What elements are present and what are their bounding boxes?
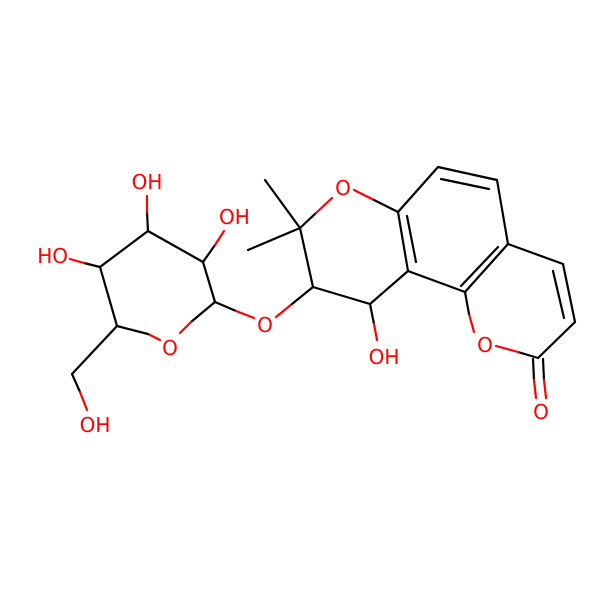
bond — [506, 242, 565, 266]
bond — [536, 320, 577, 360]
bond — [463, 242, 510, 294]
sugar-substituents — [68, 194, 256, 412]
bond — [290, 285, 315, 306]
bond — [372, 198, 400, 214]
bond — [561, 262, 577, 324]
bond — [274, 302, 294, 319]
bond — [201, 243, 217, 264]
bond — [368, 269, 410, 306]
bond — [213, 229, 226, 247]
glycosidic-oxygen-label: O — [257, 313, 273, 337]
bond — [516, 350, 540, 360]
methyl-bond — [263, 178, 302, 230]
bond — [213, 300, 238, 313]
oh-label-top: OH — [132, 170, 163, 194]
carbonyl-bond — [542, 378, 548, 400]
carbonyl-bond — [531, 357, 536, 382]
bond — [98, 229, 150, 269]
lactone-oxygen-label: O — [477, 333, 493, 357]
bond — [494, 344, 520, 354]
carbonyl-oxygen-label: O — [533, 400, 549, 424]
oh-label-upper-right: OH — [219, 205, 250, 229]
bond — [178, 320, 193, 335]
atom-labels: OH OH HO O O O O O OH OH — [37, 170, 549, 437]
bond — [189, 300, 217, 324]
bond — [298, 226, 315, 289]
bond — [68, 257, 86, 265]
lactone-ring — [463, 242, 577, 400]
bond — [201, 260, 217, 304]
bond — [145, 210, 150, 233]
bond — [352, 188, 376, 202]
carbonyl-bond — [532, 378, 538, 400]
methyl-bond — [246, 226, 302, 252]
bond — [115, 324, 150, 336]
inner-double-bond — [439, 177, 491, 191]
carbonyl-bond — [541, 357, 546, 382]
bond — [396, 210, 410, 273]
inner-double-bond — [551, 269, 566, 320]
bond — [406, 269, 467, 294]
oh-label-benzylic: OH — [369, 345, 400, 369]
bond — [82, 261, 102, 269]
bond — [495, 178, 510, 246]
benzene-ring — [396, 165, 510, 294]
bond — [372, 322, 379, 342]
bond — [311, 285, 372, 306]
bond — [463, 290, 471, 316]
sugar-ring — [98, 229, 217, 342]
bond — [146, 229, 205, 264]
inner-double-bond — [405, 214, 418, 264]
bond — [368, 302, 376, 326]
bond — [396, 165, 440, 214]
sugar-ring-oxygen-label: O — [162, 336, 178, 360]
bond — [70, 324, 119, 376]
inner-double-bond — [459, 245, 500, 288]
bond — [78, 390, 89, 412]
bond — [146, 332, 162, 342]
bond — [467, 312, 476, 334]
bond — [98, 265, 119, 328]
bond — [436, 165, 499, 182]
bond — [314, 196, 334, 215]
oh-label-hydroxymethyl: OH — [80, 413, 111, 437]
bond — [70, 372, 82, 394]
pyran-oxygen-label: O — [335, 176, 351, 200]
bond — [298, 211, 318, 230]
bond — [234, 309, 256, 320]
pyran-ring — [246, 178, 410, 342]
ho-label-left: HO — [37, 244, 68, 268]
